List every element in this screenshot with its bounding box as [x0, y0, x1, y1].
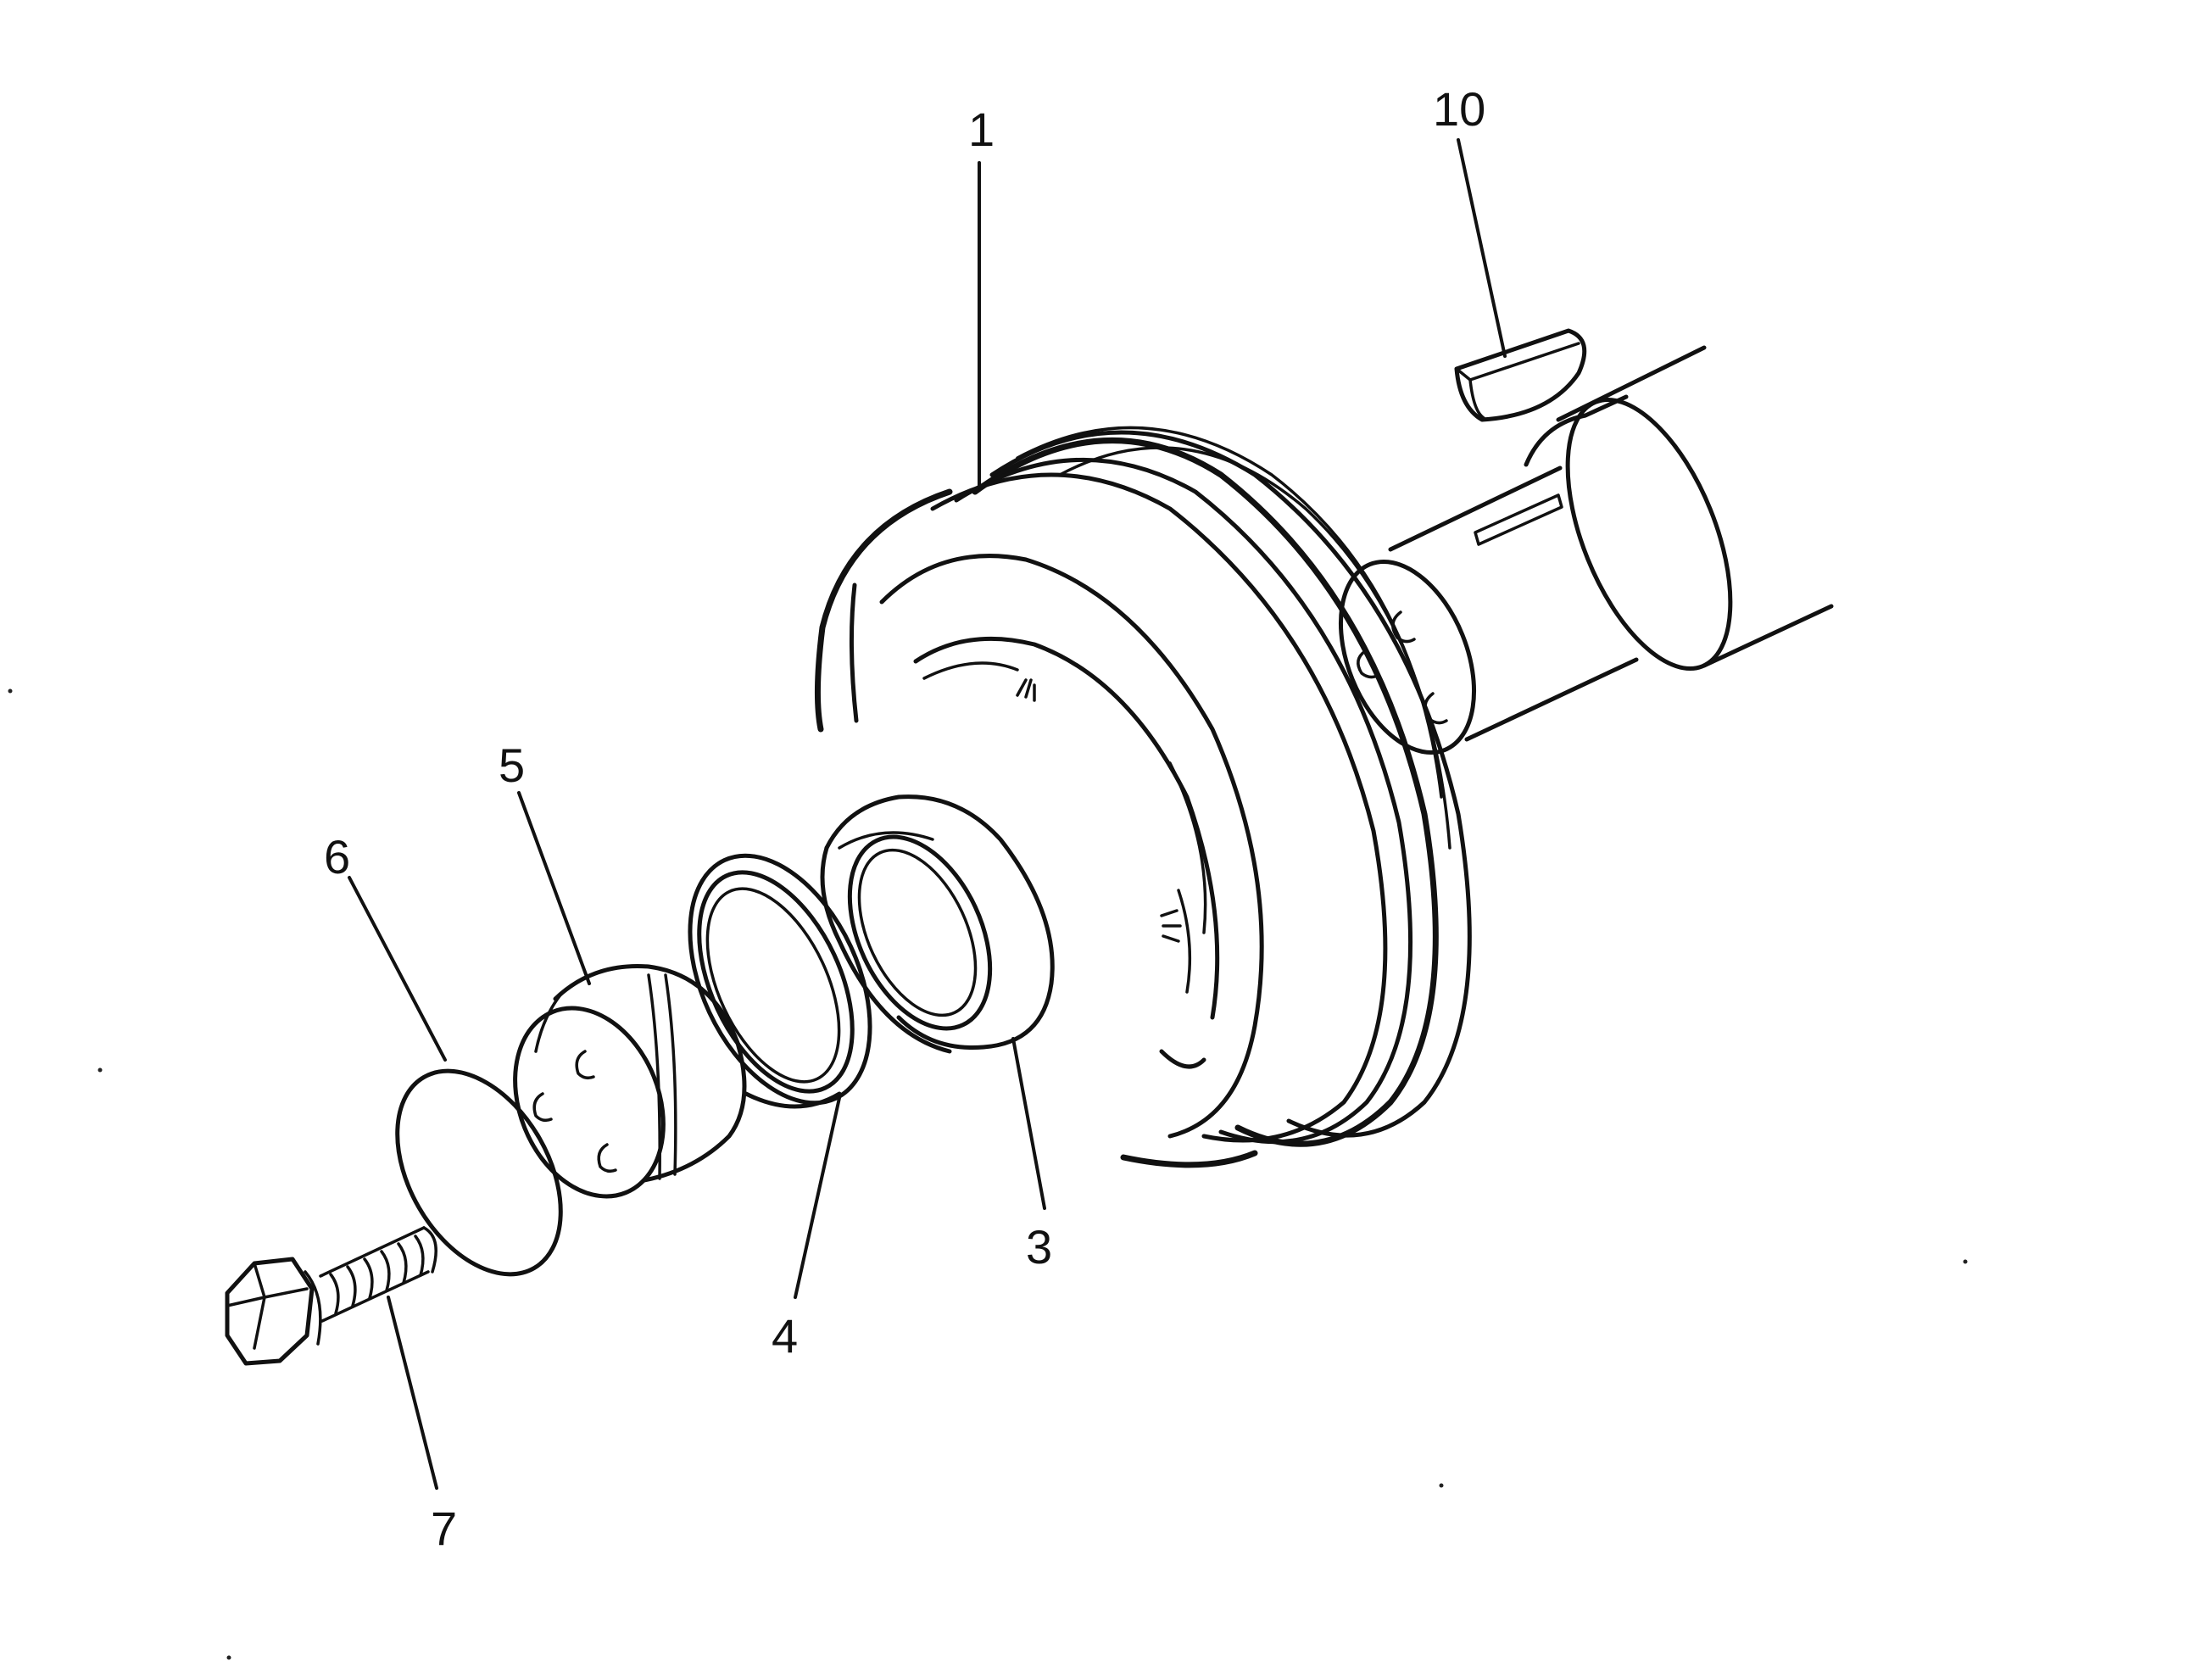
spacer-ring	[820, 794, 1055, 1054]
leader-10	[1457, 138, 1507, 358]
crankshaft-pulley	[814, 426, 1472, 1168]
callout-5: 5	[499, 739, 525, 792]
leader-6	[348, 876, 447, 1062]
scan-specks	[8, 688, 1968, 1660]
callout-10: 10	[1433, 82, 1485, 136]
callout-labels: 1 10 5 6 3 4 7	[324, 82, 1485, 1555]
crankshaft-nose	[1338, 345, 1834, 755]
woodruff-key	[1454, 328, 1587, 422]
leader-lines	[348, 138, 1507, 1490]
distance-piece	[513, 964, 747, 1199]
callout-7: 7	[431, 1502, 457, 1555]
callout-4: 4	[772, 1309, 798, 1363]
seal-ring	[688, 853, 872, 1109]
pulley-bolt	[225, 1226, 437, 1366]
callout-6: 6	[324, 830, 350, 883]
leader-3	[1011, 1037, 1046, 1210]
washer	[395, 1068, 563, 1277]
leader-5	[517, 791, 591, 985]
leader-7	[387, 1296, 438, 1490]
callout-1: 1	[968, 103, 995, 156]
callout-3: 3	[1026, 1220, 1052, 1274]
leader-4	[794, 1096, 841, 1299]
